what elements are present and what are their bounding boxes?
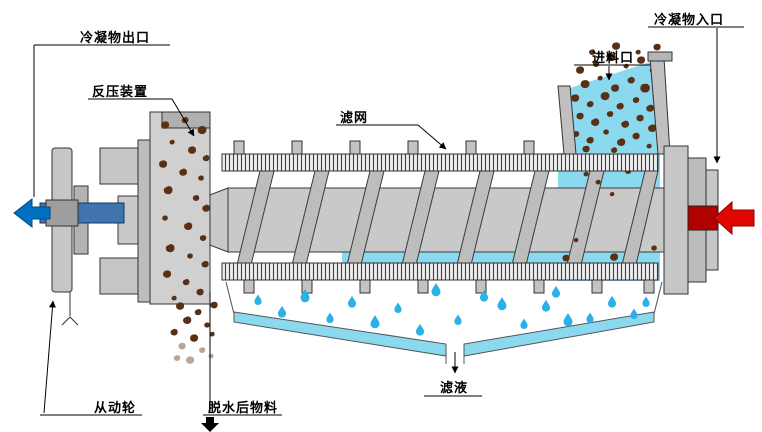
hopper-cap-right	[647, 51, 673, 62]
label-driven-wheel: 从动轮	[94, 401, 137, 416]
screw-shaft	[227, 187, 669, 253]
tray-liquid-left	[233, 311, 447, 357]
screen-lugs-bottom	[243, 279, 655, 294]
leader-driven-wheel	[40, 300, 142, 416]
wheel-hub	[45, 199, 79, 227]
label-filter-screen: 滤网	[340, 111, 369, 126]
tray-liquid-right	[463, 311, 655, 357]
label-back-pressure-device: 反压装置	[92, 85, 149, 100]
hopper-liquid	[566, 62, 660, 153]
drive-assembly	[39, 111, 211, 326]
condensate-inlet-arrow	[713, 200, 755, 236]
support-break-mark	[61, 292, 79, 326]
leader-back-pressure	[88, 98, 195, 137]
leader-condensate-outlet	[33, 44, 170, 197]
discharge-housing	[149, 111, 211, 305]
condensate-outlet-arrow	[13, 197, 51, 229]
bearing-assembly	[663, 145, 719, 295]
label-condensate-inlet: 冷凝物入口	[654, 13, 725, 28]
leader-filter-screen	[336, 124, 447, 150]
label-condensate-outlet: 冷凝物出口	[80, 31, 151, 46]
label-filtrate: 滤液	[440, 381, 469, 396]
falling-particles-light	[173, 342, 214, 364]
shaft-end-red	[687, 205, 719, 231]
leader-filtrate	[424, 352, 482, 397]
label-feed-inlet: 进料口	[592, 51, 635, 66]
leader-condensate-inlet	[648, 26, 744, 164]
dewatered-material-arrow	[201, 417, 219, 432]
leader-dewatered-material	[201, 292, 282, 432]
leader-lines	[33, 26, 744, 432]
screen-lugs-top	[233, 140, 535, 155]
falling-particles	[170, 301, 218, 342]
hopper-wall-left	[557, 85, 577, 155]
feed-hopper	[557, 51, 673, 155]
collection-tray	[225, 281, 663, 364]
filter-screen-bottom	[221, 262, 659, 281]
filter-screens	[221, 140, 659, 294]
filter-screen-top	[221, 153, 659, 172]
leader-feed-inlet	[574, 64, 650, 81]
label-dewatered-material: 脱水后物料	[208, 401, 279, 416]
